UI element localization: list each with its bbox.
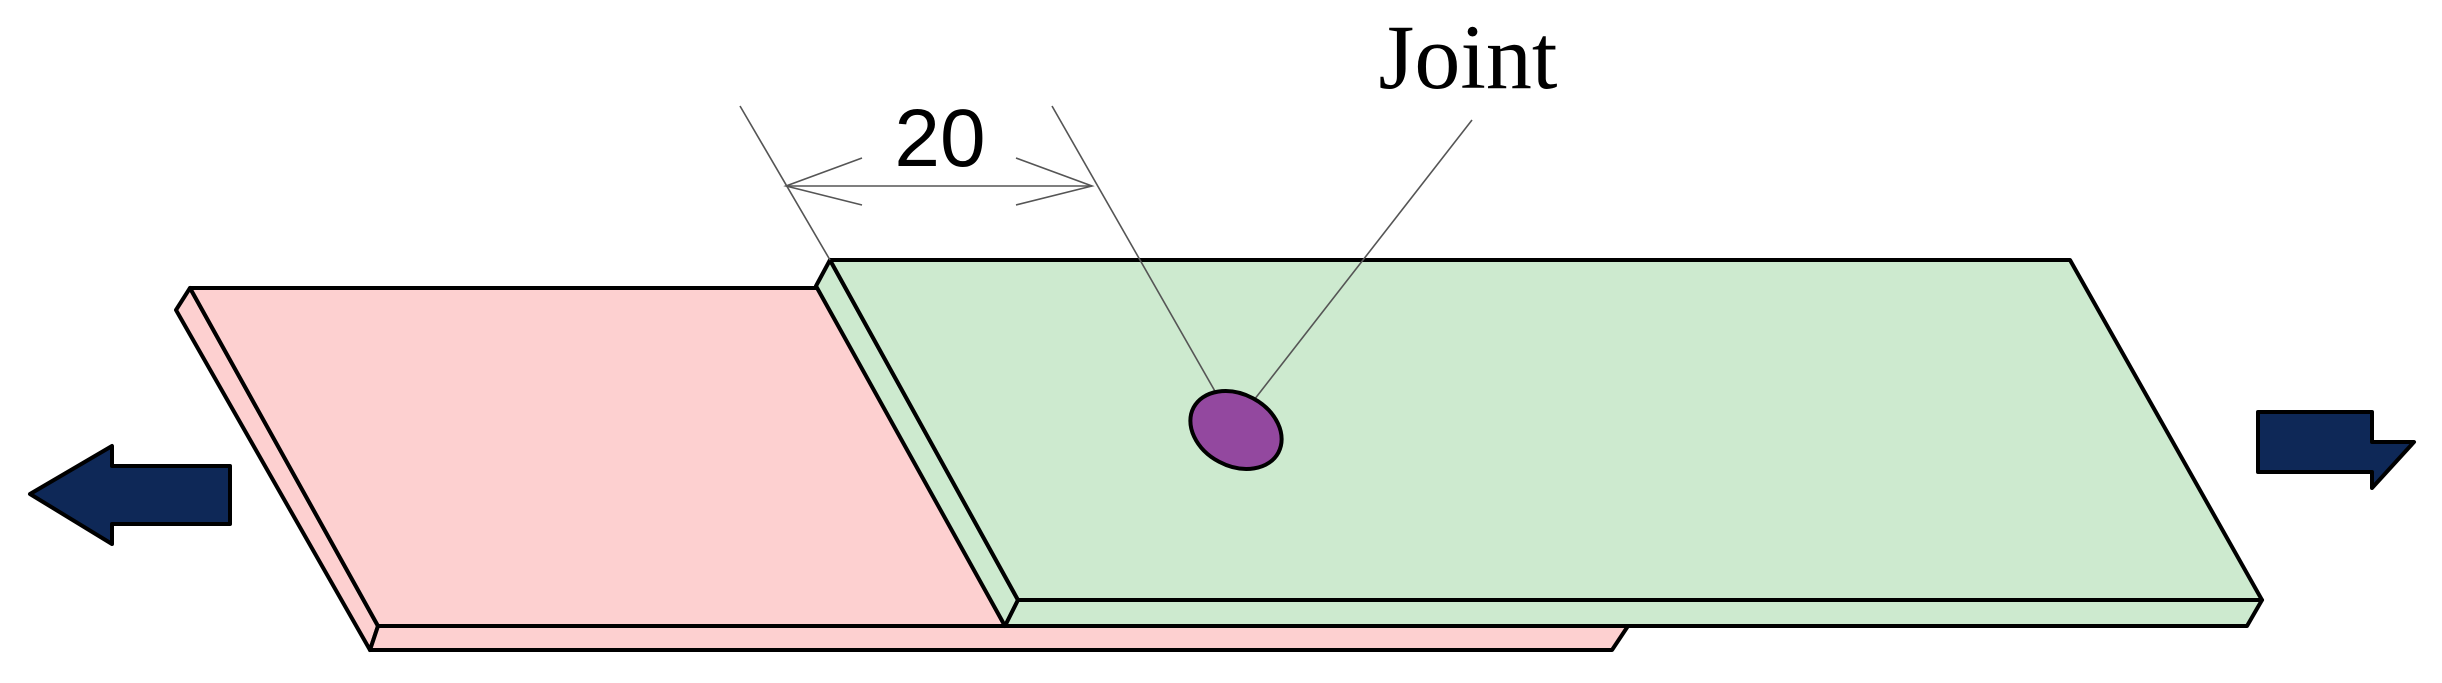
lower-sheet-front-edge bbox=[368, 624, 1630, 652]
upper-sheet-top-face bbox=[828, 258, 2264, 602]
dimension-extension-left bbox=[739, 105, 831, 261]
lower-sheet bbox=[174, 286, 1630, 652]
dimension-label: 20 bbox=[894, 93, 985, 184]
joint: Joint bbox=[1188, 6, 1558, 471]
dimension-arrowhead-left bbox=[783, 157, 863, 206]
dimension-20: 20 bbox=[739, 93, 1221, 401]
joint-label: Joint bbox=[1379, 6, 1558, 108]
joint-spot bbox=[1188, 389, 1284, 471]
dimension-extension-right bbox=[1051, 105, 1221, 401]
upper-sheet bbox=[814, 258, 2264, 628]
upper-sheet-front-edge bbox=[1003, 598, 2264, 628]
dimension-arrowhead-right bbox=[1015, 157, 1095, 206]
right-arrow-icon bbox=[2256, 410, 2416, 490]
left-arrow-icon bbox=[28, 444, 232, 546]
joint-leader-line bbox=[1239, 119, 1473, 419]
